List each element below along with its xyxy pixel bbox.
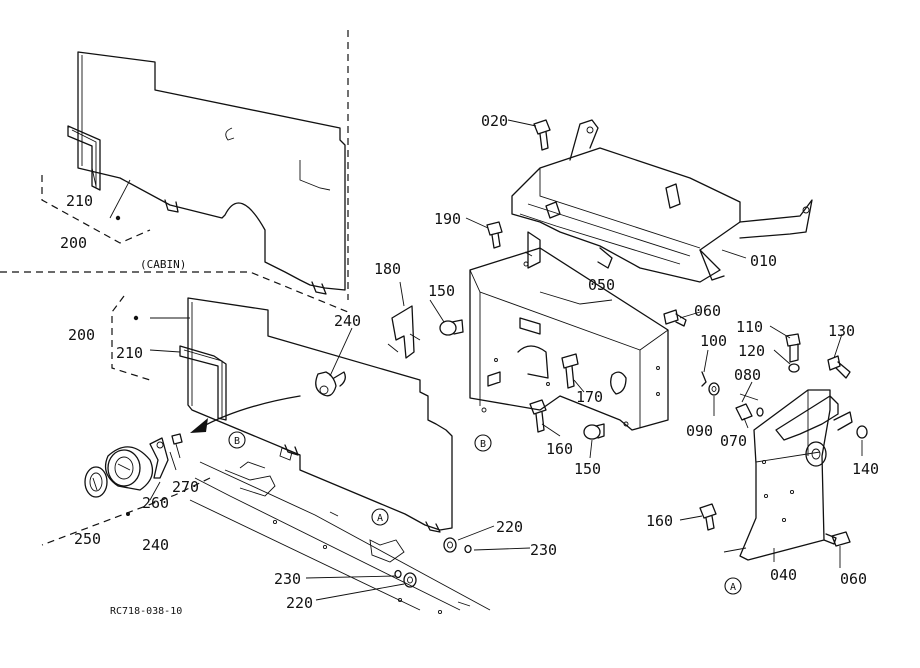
callout-120: 120 xyxy=(738,342,765,360)
callout-140: 140 xyxy=(852,460,879,478)
reference-marker-a: A xyxy=(371,508,389,526)
callout-050: 050 xyxy=(588,276,615,294)
callout-010: 010 xyxy=(750,252,777,270)
callout-240-lower: 240 xyxy=(142,536,169,554)
lower-cover-panel xyxy=(187,297,453,533)
marker-a-label: A xyxy=(377,513,383,524)
callout-080: 080 xyxy=(734,366,761,384)
callout-210-upper: 210 xyxy=(66,192,93,210)
lower-rubber-seal xyxy=(179,345,227,421)
callout-070: 070 xyxy=(720,432,747,450)
side-bracket xyxy=(723,389,853,561)
marker-b-label: B xyxy=(480,439,486,450)
callout-230-upper: 230 xyxy=(530,541,557,559)
marker-a-label: A xyxy=(730,582,736,593)
floor-plate xyxy=(189,447,491,615)
cabin-boundary xyxy=(0,30,349,546)
bolt-part xyxy=(785,333,801,363)
callout-220-upper: 220 xyxy=(496,518,523,536)
drawing-code: RC718-038-10 xyxy=(110,606,182,617)
callout-190: 190 xyxy=(434,210,461,228)
callout-060-lower: 060 xyxy=(840,570,867,588)
callout-250: 250 xyxy=(74,530,101,548)
upper-rubber-seal xyxy=(67,125,101,191)
bolt-part xyxy=(663,309,687,327)
reference-marker-b: B xyxy=(228,431,246,449)
callout-150-upper: 150 xyxy=(428,282,455,300)
pin-part xyxy=(701,371,707,387)
bolt-part xyxy=(561,353,579,389)
callout-160-left: 160 xyxy=(546,440,573,458)
callout-060-upper: 060 xyxy=(694,302,721,320)
upper-cover-panel xyxy=(77,51,346,295)
callout-230-lower: 230 xyxy=(274,570,301,588)
nut-part xyxy=(788,363,800,373)
callout-180: 180 xyxy=(374,260,401,278)
callout-200-lower: 200 xyxy=(68,326,95,344)
lock-assembly xyxy=(84,433,183,498)
callout-160-right: 160 xyxy=(646,512,673,530)
detail-arrow xyxy=(190,395,301,433)
bolt-part xyxy=(533,119,551,151)
callout-220-lower: 220 xyxy=(286,594,313,612)
callout-260: 260 xyxy=(142,494,169,512)
bolt-part xyxy=(823,531,851,547)
reference-marker-b: B xyxy=(474,434,492,452)
callout-200-upper: 200 xyxy=(60,234,87,252)
reference-marker-a: A xyxy=(724,577,742,595)
battery-tray xyxy=(511,119,813,283)
callout-130: 130 xyxy=(828,322,855,340)
callout-240-upper: 240 xyxy=(334,312,361,330)
clip-part xyxy=(387,305,421,359)
callout-270: 270 xyxy=(172,478,199,496)
callout-100: 100 xyxy=(700,332,727,350)
cabin-section-label: (CABIN) xyxy=(140,258,186,271)
callout-090: 090 xyxy=(686,422,713,440)
cap-part xyxy=(439,319,464,336)
bolt-part xyxy=(529,399,547,433)
cap-part xyxy=(583,423,605,440)
bolt-part xyxy=(827,355,851,379)
callout-040: 040 xyxy=(770,566,797,584)
leader-lines xyxy=(91,119,863,601)
washer-parts xyxy=(394,537,472,588)
latch-part xyxy=(315,371,346,397)
bolt-part xyxy=(486,221,503,249)
callout-170: 170 xyxy=(576,388,603,406)
callout-210-lower: 210 xyxy=(116,344,143,362)
callout-labels: 020 190 010 050 180 150 060 100 110 120 … xyxy=(60,112,879,612)
marker-b-label: B xyxy=(234,436,240,447)
callout-020: 020 xyxy=(481,112,508,130)
callout-150-lower: 150 xyxy=(574,460,601,478)
nut-part xyxy=(856,425,868,439)
spacer-part xyxy=(735,393,764,421)
callout-110: 110 xyxy=(736,318,763,336)
washer-part xyxy=(708,382,720,396)
battery-bracket xyxy=(469,231,669,431)
bolt-part xyxy=(699,503,717,531)
